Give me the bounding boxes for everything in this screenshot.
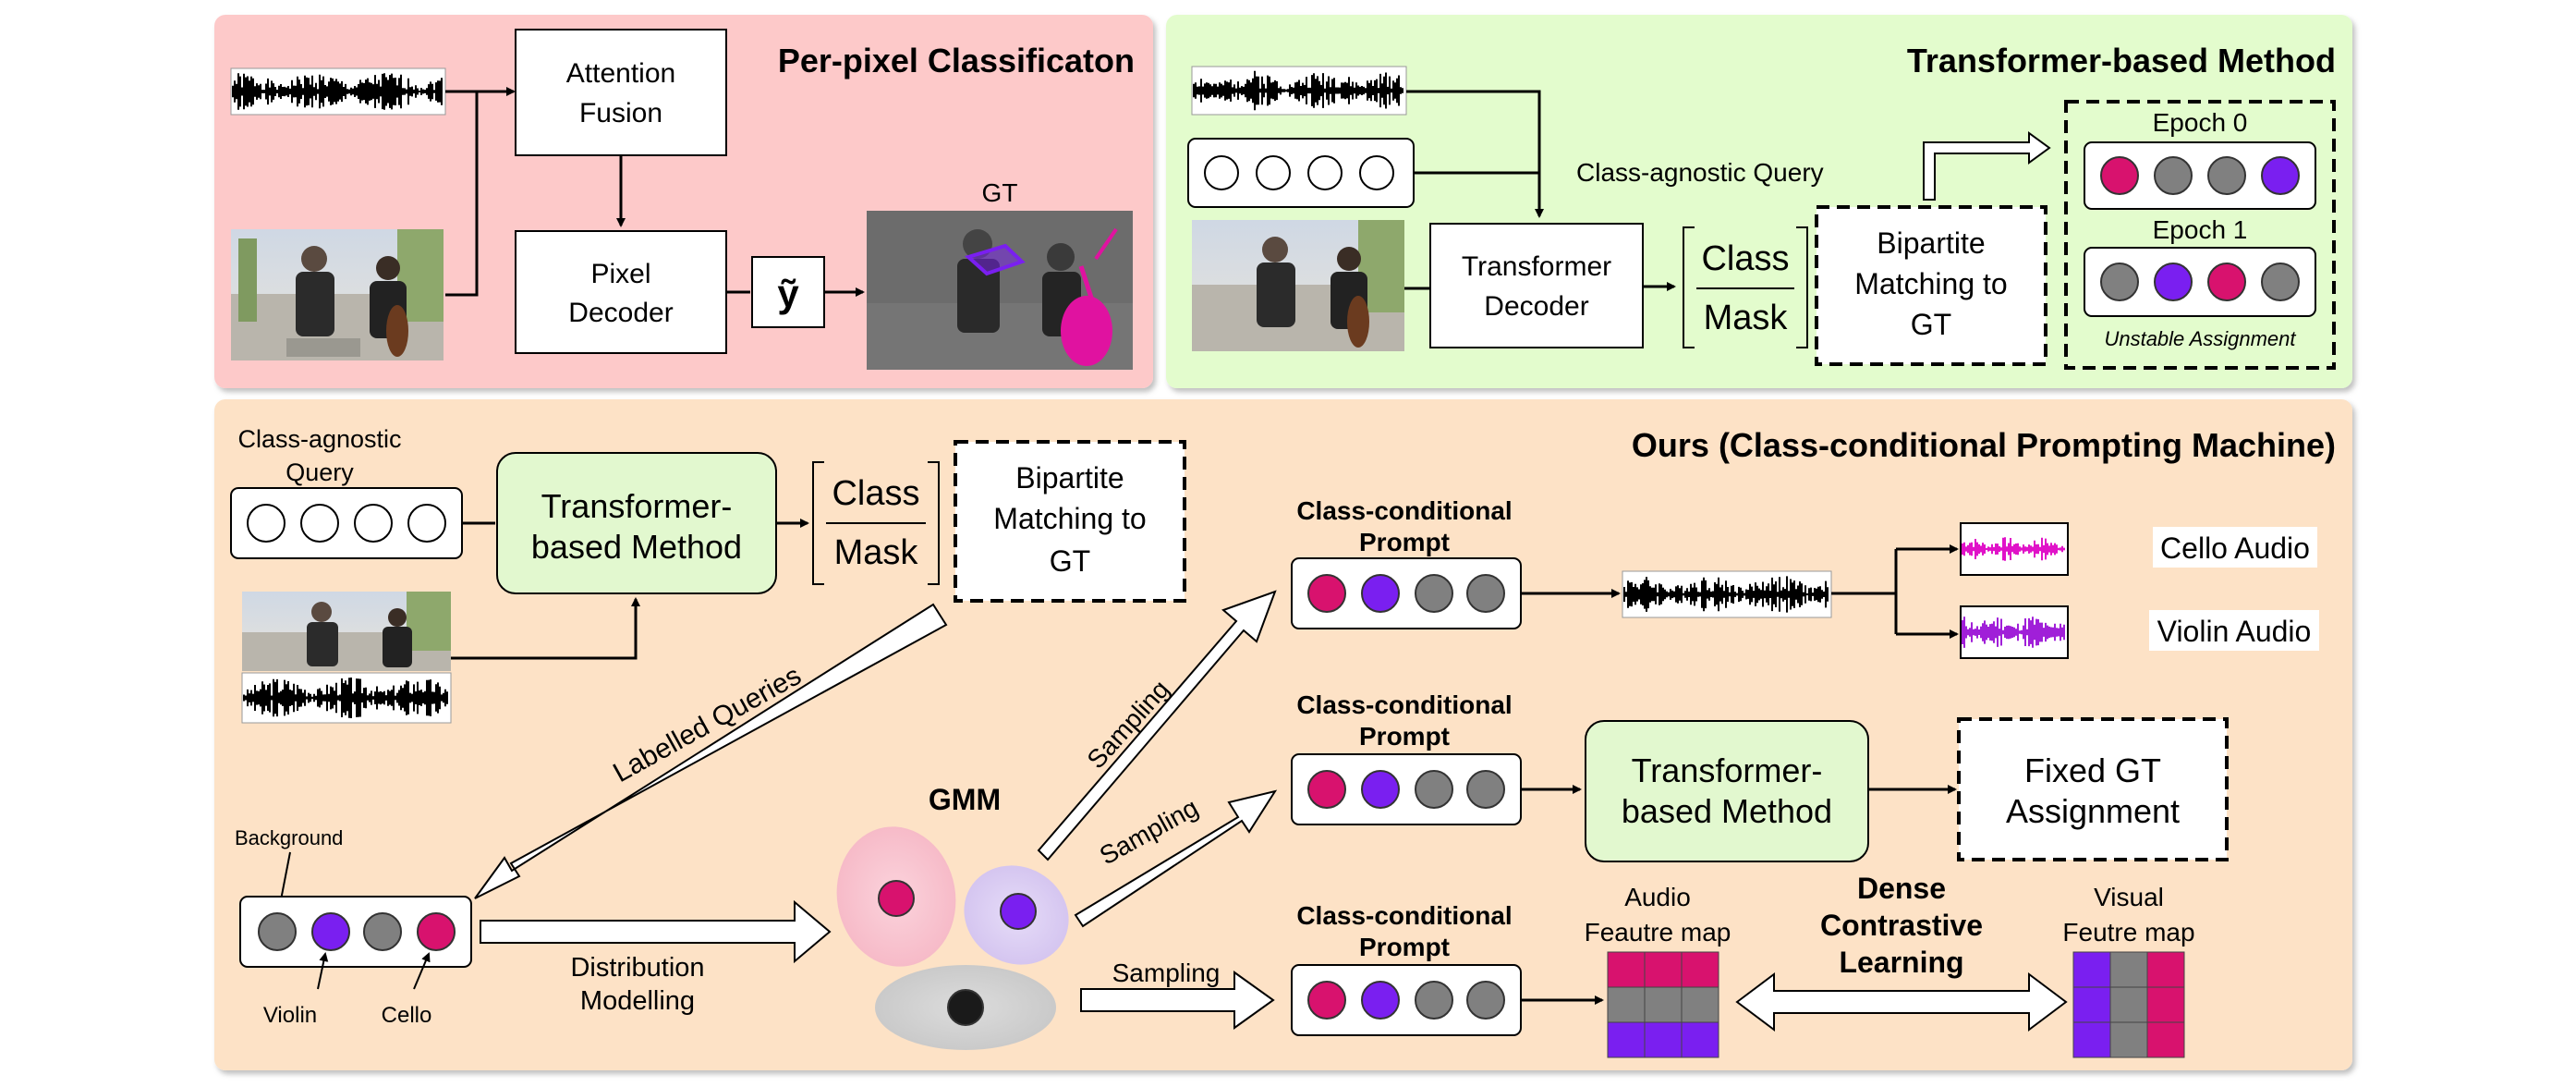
per-pixel-title: Per-pixel Classificaton — [778, 42, 1135, 79]
fixed-gt-line1: Fixed GT — [2024, 751, 2161, 789]
gmm-clusters — [836, 826, 1069, 1050]
violin-label: Violin — [263, 1003, 317, 1028]
labelled-queries-arrow — [474, 603, 948, 899]
gt-segmentation-frame — [867, 211, 1133, 370]
cello-audio-label: Cello Audio — [2160, 531, 2310, 565]
sampling-arrow-1 — [1037, 590, 1277, 861]
background-label: Background — [235, 826, 343, 849]
epoch-assignment-box — [2064, 100, 2336, 370]
prompt2-line1: Class-conditional — [1296, 690, 1512, 719]
prompt2-queries — [1291, 753, 1522, 825]
dense-line2: Contrastive — [1820, 909, 1983, 942]
bipartite-line2-2: Matching to — [993, 502, 1146, 535]
bipartite-line1-2: Bipartite — [1015, 461, 1124, 495]
per-pixel-panel: Per-pixel Classificaton Attention Fusion… — [214, 15, 1153, 388]
sampling-label-3: Sampling — [1112, 959, 1221, 987]
prompt2-line2: Prompt — [1359, 722, 1450, 751]
cello-label: Cello — [382, 1003, 432, 1028]
ours-query-box — [230, 487, 463, 559]
bipartite-line2-1: Matching to — [1854, 267, 2007, 300]
dense-line1: Dense — [1857, 872, 1946, 905]
violin-audio-label: Violin Audio — [2157, 615, 2312, 648]
hollow-arrow-to-epochs — [1923, 131, 2051, 201]
class-label-1: Class — [1701, 239, 1789, 278]
distribution-line1: Distribution — [570, 953, 704, 983]
y-tilde-label: ỹ — [777, 272, 799, 315]
transformer-title: Transformer-based Method — [1907, 42, 2336, 79]
attention-fusion-line2: Fusion — [579, 98, 662, 128]
violin-audio-label-bg — [2149, 610, 2319, 651]
query-box-1 — [1187, 138, 1415, 208]
video-frame-3 — [242, 592, 451, 671]
ours-title: Ours (Class-conditional Prompting Machin… — [1632, 426, 2336, 464]
class-mask-bracket-2 — [812, 461, 940, 585]
audio-waveform-2 — [1191, 66, 1407, 116]
attention-fusion-line1: Attention — [566, 58, 675, 89]
prompt3-line2: Prompt — [1359, 933, 1450, 961]
pixel-decoder-line2: Decoder — [568, 298, 673, 328]
prompt3-queries — [1291, 964, 1522, 1036]
visual-map-line1: Visual — [2094, 883, 2164, 911]
labelled-query-box — [239, 896, 472, 968]
audio-waveform-1 — [230, 67, 446, 116]
bipartite-matching-box-2 — [954, 440, 1186, 603]
bipartite-line3-2: GT — [1050, 544, 1090, 578]
fixed-gt-box — [1957, 717, 2229, 861]
class-mask-bracket-1 — [1683, 226, 1808, 348]
audio-waveform-3 — [241, 672, 452, 724]
cello-audio-waveform — [1960, 522, 2069, 576]
cello-audio-label-bg — [2153, 527, 2317, 568]
audio-waveform-4 — [1622, 570, 1832, 618]
ours-method2-line1: Transformer- — [1632, 751, 1823, 789]
epoch0-label: Epoch 0 — [2153, 108, 2248, 137]
sampling-arrow-2 — [1074, 789, 1278, 928]
ours-panel: Ours (Class-conditional Prompting Machin… — [214, 399, 2352, 1070]
video-frame-1 — [231, 229, 444, 360]
ours-query-label-line1: Class-agnostic — [237, 425, 401, 453]
transformer-panel: Transformer-based Method Class-agnostic … — [1166, 15, 2352, 388]
epoch1-label: Epoch 1 — [2153, 215, 2248, 244]
gmm-label: GMM — [929, 783, 1001, 816]
fixed-gt-line2: Assignment — [2006, 792, 2180, 830]
distribution-line2: Modelling — [580, 986, 695, 1016]
ours-query-label-line2: Query — [286, 458, 354, 486]
ours-method-box-2 — [1585, 720, 1869, 862]
prompt3-line1: Class-conditional — [1296, 901, 1512, 930]
pixel-decoder-line1: Pixel — [590, 259, 650, 289]
bipartite-matching-box-1 — [1815, 205, 2047, 366]
mask-label-1: Mask — [1704, 299, 1789, 337]
class-agnostic-query-label: Class-agnostic Query — [1576, 158, 1824, 187]
mask-label-2: Mask — [834, 533, 919, 572]
bipartite-line3-1: GT — [1911, 308, 1951, 341]
gt-label: GT — [982, 178, 1018, 207]
epoch1-queries — [2084, 247, 2316, 317]
class-label-2: Class — [832, 474, 919, 513]
ours-method2-line2: based Method — [1622, 792, 1832, 830]
transformer-decoder-line2: Decoder — [1484, 291, 1588, 322]
attention-fusion-box — [515, 29, 727, 156]
bipartite-line1-1: Bipartite — [1877, 226, 1985, 260]
prompt1-line1: Class-conditional — [1296, 496, 1512, 525]
audio-map-line1: Audio — [1624, 883, 1691, 911]
transformer-decoder-line1: Transformer — [1462, 251, 1611, 282]
transformer-decoder-box — [1429, 223, 1644, 348]
audio-feature-map — [1607, 951, 1719, 1058]
visual-map-line2: Feutre map — [2062, 918, 2194, 947]
epoch0-queries — [2084, 141, 2316, 210]
dense-line3: Learning — [1839, 946, 1963, 979]
video-frame-2 — [1192, 220, 1404, 351]
audio-map-line2: Feautre map — [1585, 918, 1732, 947]
sampling-arrow-3 — [1080, 971, 1275, 1030]
prompt1-line2: Prompt — [1359, 528, 1450, 556]
ours-method-line1: Transformer- — [541, 487, 733, 525]
ours-method-line2: based Method — [531, 528, 742, 566]
pixel-decoder-box — [515, 230, 727, 354]
violin-audio-waveform — [1960, 605, 2069, 659]
contrastive-double-arrow — [1735, 972, 2068, 1032]
prompt1-queries — [1291, 557, 1522, 629]
unstable-assignment-label: Unstable Assignment — [2104, 327, 2296, 350]
visual-feature-map — [2072, 951, 2185, 1058]
distribution-modelling-arrow — [480, 899, 832, 964]
